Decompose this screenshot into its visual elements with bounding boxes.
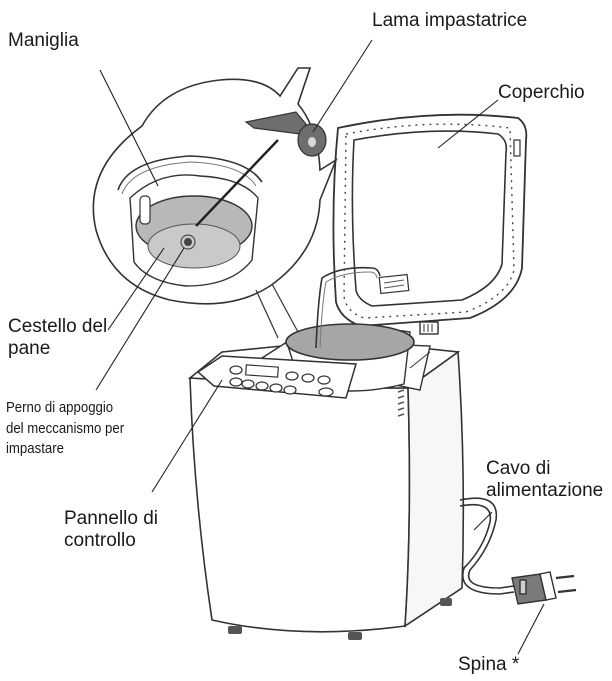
label-bread-pan-line2: pane (8, 337, 51, 359)
label-shaft: Perno di appoggio del meccanismo per imp… (6, 398, 124, 460)
vent-slots (397, 389, 405, 417)
label-shaft-line1: Perno di appoggio (6, 399, 114, 416)
label-power-cord-line1: Cavo di (486, 458, 551, 479)
leader-lines (95, 39, 545, 655)
magnified-inset (92, 67, 338, 339)
label-plug: Spina * (458, 654, 520, 675)
label-shaft-line2: del meccanismo per (6, 419, 125, 437)
label-bread-pan-line1: Cestello del (8, 316, 108, 337)
control-panel (196, 355, 357, 399)
plug (511, 571, 577, 605)
label-control-panel-line2: controllo (64, 529, 136, 551)
lid (332, 113, 528, 335)
label-lid: Coperchio (498, 82, 585, 103)
label-power-cord: Cavo di alimentazione (486, 458, 603, 502)
label-bread-pan: Cestello del pane (8, 316, 107, 360)
label-kneading-blade: Lama impastatrice (372, 10, 528, 31)
power-cord (459, 497, 515, 595)
label-shaft-line3: impastare (6, 440, 64, 458)
label-handle: Maniglia (8, 30, 79, 51)
label-control-panel-line1: Pannello di (64, 508, 159, 529)
label-control-panel: Pannello di controllo (64, 508, 158, 552)
label-power-cord-line2: alimentazione (486, 479, 604, 501)
